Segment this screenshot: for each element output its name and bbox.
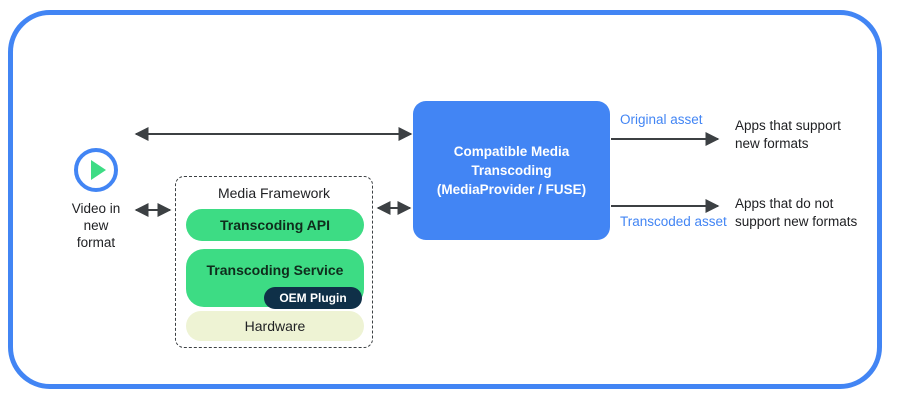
video-source-node: Video in new format: [40, 146, 152, 251]
compatible-media-transcoding-box[interactable]: Compatible Media Transcoding (MediaProvi…: [413, 101, 610, 240]
edge-label-transcoded-asset: Transcoded asset: [620, 214, 727, 229]
video-source-caption: Video in new format: [71, 201, 121, 250]
hardware-box[interactable]: Hardware: [186, 311, 364, 341]
outer-frame-border: [8, 10, 882, 389]
transcoding-api-box[interactable]: Transcoding API: [186, 209, 364, 241]
media-framework-title: Media Framework: [217, 185, 331, 201]
edge-label-original-asset: Original asset: [620, 112, 703, 127]
destination-apps-support: Apps that support new formats: [735, 118, 841, 151]
media-framework-group: Media Framework Transcoding API Transcod…: [175, 176, 373, 348]
destination-apps-no-support: Apps that do not support new formats: [735, 196, 858, 229]
oem-plugin-badge[interactable]: OEM Plugin: [264, 287, 362, 309]
play-circle-icon: [74, 148, 118, 192]
